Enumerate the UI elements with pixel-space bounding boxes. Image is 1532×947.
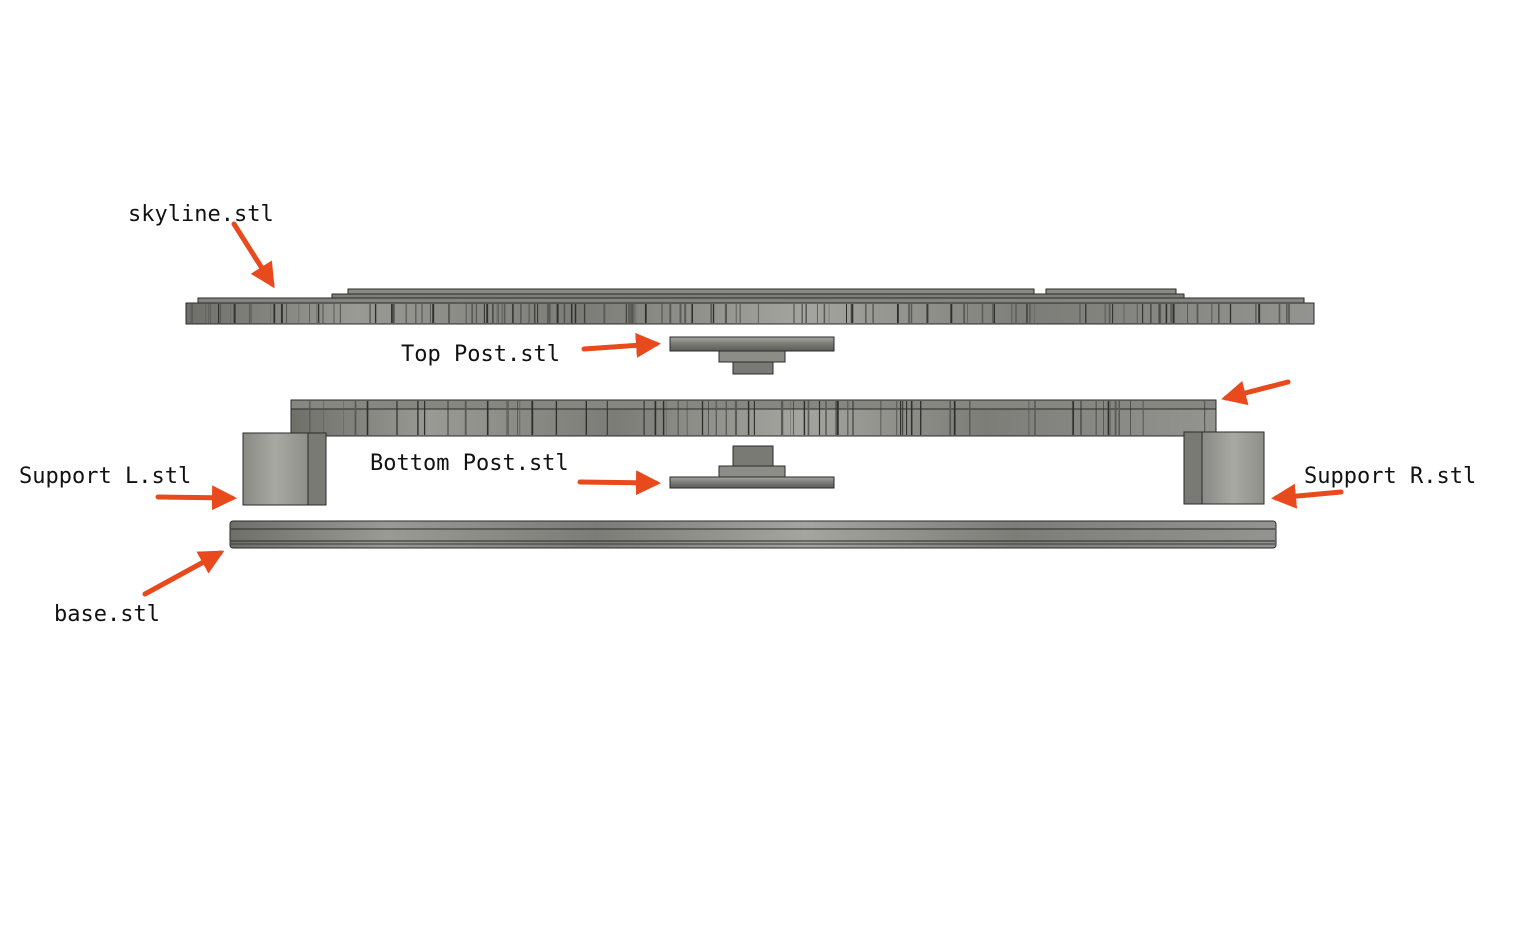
support-r-part	[1183, 431, 1265, 505]
support-l-arrow	[155, 485, 237, 511]
label-bottom-post: Bottom Post.stl	[370, 451, 569, 476]
frame-part	[290, 399, 1217, 437]
support-r-arrow	[1271, 483, 1344, 509]
base-arrow	[142, 550, 225, 597]
label-support-l: Support L.stl	[19, 464, 191, 489]
label-support-r: Support R.stl	[1304, 464, 1476, 489]
support-l-part	[242, 432, 327, 506]
label-base: base.stl	[54, 602, 160, 627]
top-post-part	[669, 336, 835, 375]
skyline-part	[185, 288, 1315, 325]
callout-arrows	[142, 221, 1344, 597]
top-post-arrow	[581, 332, 661, 358]
frame-detail-lines	[309, 401, 1206, 435]
bottom-post-part	[669, 445, 835, 489]
frame-arrow	[1221, 379, 1291, 406]
skyline-detail-lines	[190, 304, 1290, 323]
skyline-arrow	[231, 221, 275, 289]
bottom-post-arrow	[577, 470, 661, 496]
label-top-post: Top Post.stl	[401, 342, 560, 367]
base-part	[229, 520, 1277, 549]
label-skyline: skyline.stl	[128, 202, 274, 227]
